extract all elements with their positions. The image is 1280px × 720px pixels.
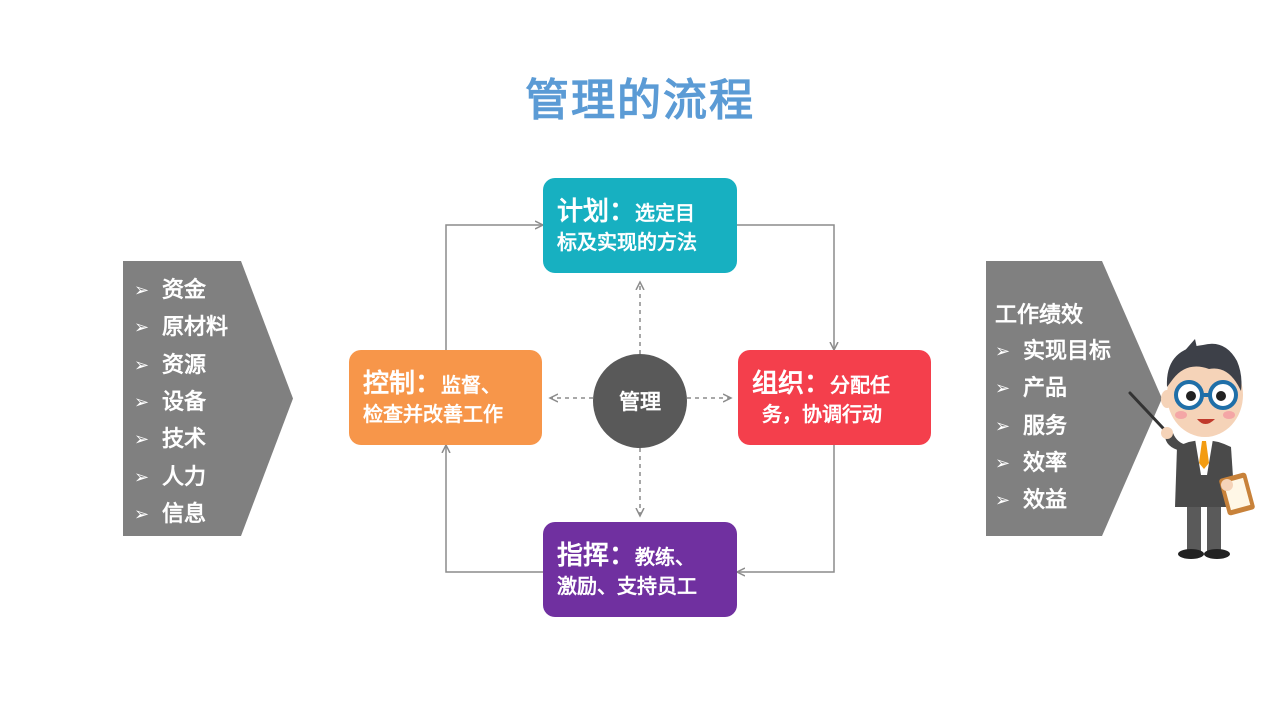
list-item: ➢资源 [134,347,228,384]
list-item: ➢实现目标 [995,333,1111,370]
bullet-arrow-icon: ➢ [134,354,150,376]
command-head: 指挥： [557,540,636,571]
bullet-arrow-icon: ➢ [995,415,1011,437]
plan-desc-line1: 选定目 [635,200,696,225]
outputs-title: 工作绩效 [995,303,1084,328]
plan-head: 计划： [557,196,636,227]
list-item: ➢技术 [134,421,228,458]
bullet-arrow-icon: ➢ [134,429,150,451]
arrow-control-to-plan [445,225,543,350]
bullet-arrow-icon: ➢ [995,453,1011,475]
control-head: 控制： [363,368,442,399]
inputs-list: ➢资金 ➢原材料 ➢资源 ➢设备 ➢技术 ➢人力 ➢信息 [134,272,228,533]
bullet-arrow-icon: ➢ [995,490,1011,512]
bullet-arrow-icon: ➢ [134,503,150,525]
arrow-plan-to-organize [737,224,834,350]
bullet-arrow-icon: ➢ [134,466,150,488]
bullet-arrow-icon: ➢ [134,280,150,302]
bullet-arrow-icon: ➢ [995,341,1011,363]
organize-head: 组织： [752,368,831,399]
list-item: ➢效益 [995,482,1111,519]
plan-box: 计划：选定目 标及实现的方法 [543,178,737,273]
list-item: ➢原材料 [134,309,228,346]
command-desc-line1: 教练、 [635,544,696,569]
organize-desc-line2: 务，协调行动 [762,402,882,427]
outputs-list: ➢实现目标 ➢产品 ➢服务 ➢效率 ➢效益 [995,333,1111,519]
organize-box: 组织：分配任 务，协调行动 [738,350,931,445]
list-item: ➢资金 [134,272,228,309]
page-title: 管理的流程 [525,75,755,126]
list-item: ➢产品 [995,370,1111,407]
command-box: 指挥：教练、 激励、支持员工 [543,522,737,617]
list-item: ➢服务 [995,408,1111,445]
list-item: ➢效率 [995,445,1111,482]
organize-desc-line1: 分配任 [830,372,891,397]
list-item: ➢信息 [134,496,228,533]
arrow-command-to-control [446,445,543,573]
control-desc-line1: 监督、 [441,372,502,397]
command-desc-line2: 激励、支持员工 [557,574,697,599]
list-item: ➢人力 [134,458,228,495]
teacher-character-illustration [1128,339,1255,559]
control-box: 控制：监督、 检查并改善工作 [349,350,542,445]
bullet-arrow-icon: ➢ [134,317,150,339]
control-desc-line2: 检查并改善工作 [363,402,503,427]
bullet-arrow-icon: ➢ [995,378,1011,400]
list-item: ➢设备 [134,384,228,421]
center-management-circle: 管理 [593,354,687,448]
bullet-arrow-icon: ➢ [134,392,150,414]
arrow-organize-to-command [737,445,835,572]
plan-desc-line2: 标及实现的方法 [557,230,697,255]
